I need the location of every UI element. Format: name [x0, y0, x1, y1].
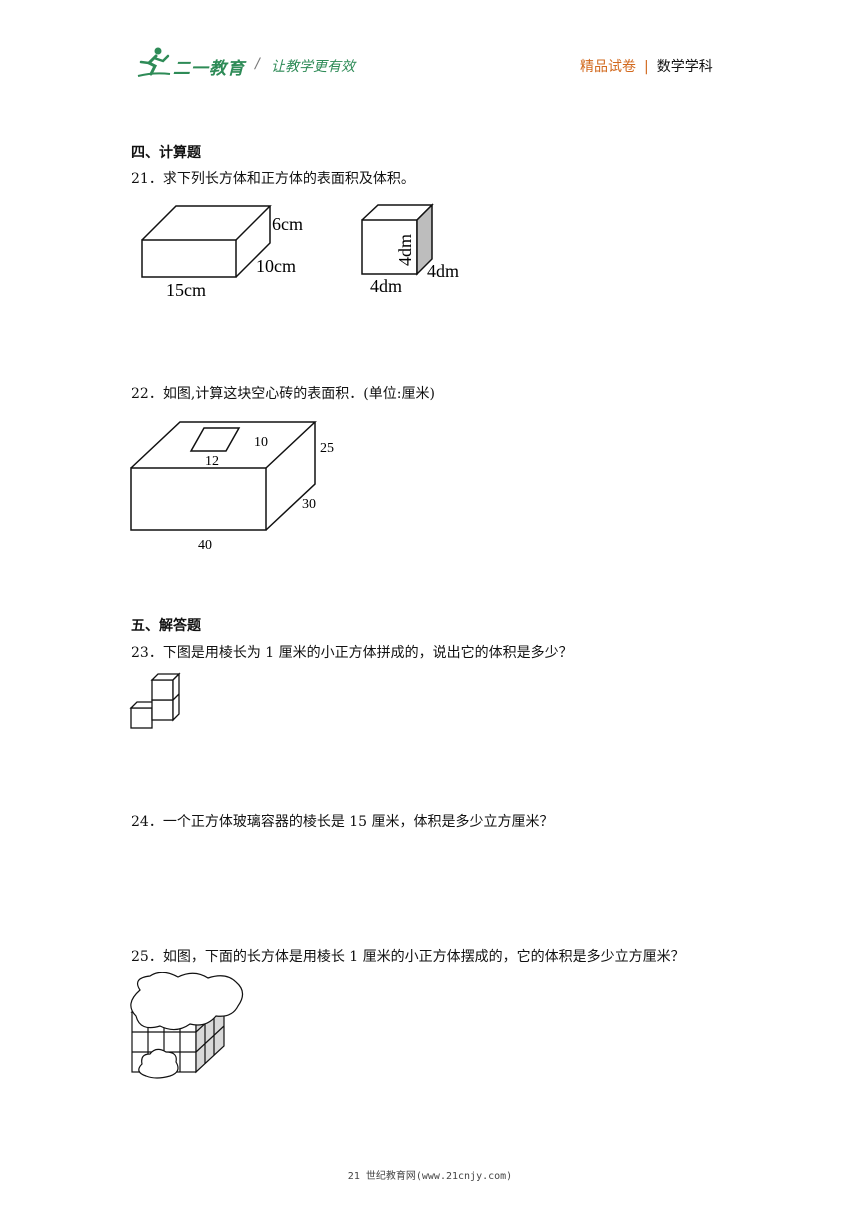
header-label-exam: 精品试卷: [580, 59, 636, 75]
brick-height-label: 25: [320, 441, 334, 456]
brick-depth-label: 30: [302, 497, 316, 512]
logo-text: 二一教育: [173, 59, 245, 79]
cuboid-depth-label: 10cm: [256, 256, 296, 276]
header: 二一教育 / 让教学更有效 精品试卷 | 数学学科: [0, 0, 860, 90]
hole-depth-label: 10: [254, 435, 268, 450]
cube-side: [416, 203, 433, 276]
brick-side: [265, 422, 316, 531]
header-slogan: 让教学更有效: [271, 59, 355, 75]
figure-21-cuboid-cube: 6cm 10cm 15cm 4dm 4dm 4dm: [141, 203, 459, 300]
header-separator: /: [255, 56, 260, 72]
brick-hole: [189, 427, 241, 452]
question-25: 25．如图，下面的长方体是用棱长 1 厘米的小正方体摆成的，它的体积是多少立方厘…: [131, 949, 685, 965]
cuboid-top: [141, 205, 272, 241]
figure-23-cube-stack: [129, 672, 181, 729]
cube-height-label: 4dm: [395, 234, 415, 266]
header-divider: |: [644, 59, 649, 75]
question-24: 24．一个正方体玻璃容器的棱长是 15 厘米，体积是多少立方厘米？: [131, 814, 554, 830]
cube-width-label: 4dm: [370, 276, 402, 296]
question-23: 23．下图是用棱长为 1 厘米的小正方体拼成的，说出它的体积是多少？: [131, 645, 573, 661]
footer-source: 21 世纪教育网(www.21cnjy.com): [347, 1171, 513, 1182]
cuboid-width-label: 15cm: [166, 280, 206, 300]
figure-25-covered-cuboid: [130, 972, 244, 1079]
cuboid-side: [235, 206, 271, 278]
cuboid-height-label: 6cm: [272, 214, 303, 234]
brick-width-label: 40: [198, 538, 212, 553]
header-subject: 精品试卷 | 数学学科: [580, 56, 713, 76]
section-title-calc: 四、计算题: [131, 145, 201, 161]
section-title-solve: 五、解答题: [131, 618, 201, 634]
question-22: 22．如图,计算这块空心砖的表面积．(单位:厘米): [131, 386, 435, 402]
brick-front: [130, 467, 267, 531]
question-21: 21．求下列长方体和正方体的表面积及体积。: [131, 171, 415, 187]
figure-22-hollow-brick: 10 12 25 30 40: [130, 421, 334, 553]
brick-top: [130, 421, 317, 469]
hole-width-label: 12: [205, 454, 219, 469]
cloud-shape-small: [138, 1048, 179, 1079]
cloud-shape-large: [130, 972, 244, 1031]
logo-runner-icon: [137, 47, 171, 77]
cuboid-front: [141, 239, 237, 278]
cube-depth-label: 4dm: [427, 261, 459, 281]
header-label-subject: 数学学科: [656, 59, 713, 75]
